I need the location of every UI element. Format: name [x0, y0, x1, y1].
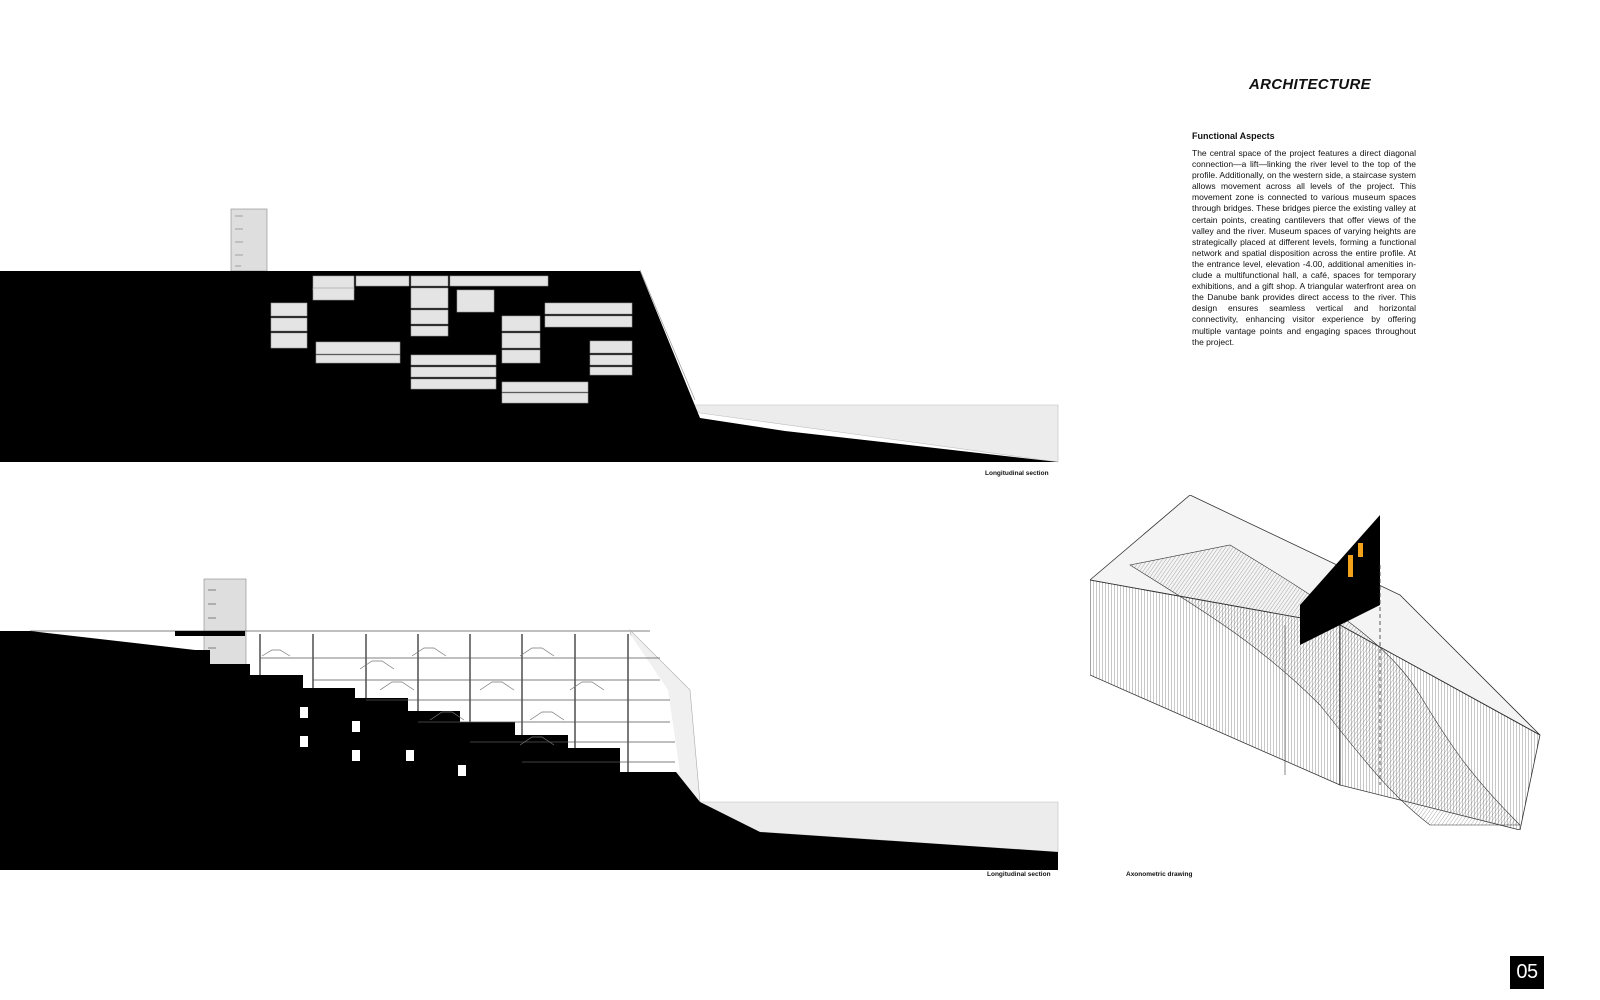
section-subtitle: Functional Aspects — [1192, 131, 1275, 141]
structural-columns — [259, 634, 629, 772]
axo-accent-2 — [1358, 543, 1363, 557]
longitudinal-section-bottom — [0, 578, 1059, 870]
tower-level-marks-upper — [235, 215, 243, 267]
entrance-slab — [175, 631, 245, 636]
landscape-profile-line-upper — [639, 269, 696, 401]
functional-aspects-block: Functional Aspects The central space of … — [1192, 131, 1416, 348]
axonometric-drawing — [1090, 495, 1541, 830]
longitudinal-section-top — [0, 208, 1059, 463]
stair-runs — [261, 647, 605, 746]
axo-valley-terrain — [1129, 544, 1521, 826]
caption-longitudinal-section-top: Longitudinal section — [985, 470, 1049, 477]
stair-hall-void — [250, 634, 680, 772]
caption-longitudinal-section-bottom: Longitudinal section — [987, 871, 1051, 878]
caption-axonometric-drawing: Axonometric drawing — [1126, 871, 1193, 878]
floor-slabs — [260, 657, 675, 763]
light-openings — [300, 707, 466, 776]
earth-mass-upper — [0, 271, 1058, 462]
museum-spaces-upper — [270, 275, 633, 404]
page-title: ARCHITECTURE — [1249, 76, 1371, 93]
tower-upper — [230, 208, 268, 272]
body-paragraph: The central space of the project feature… — [1192, 148, 1416, 347]
page-number-badge: 05 — [1510, 956, 1544, 989]
earth-mass-lower — [0, 631, 1058, 870]
axo-accent-1 — [1348, 555, 1353, 577]
